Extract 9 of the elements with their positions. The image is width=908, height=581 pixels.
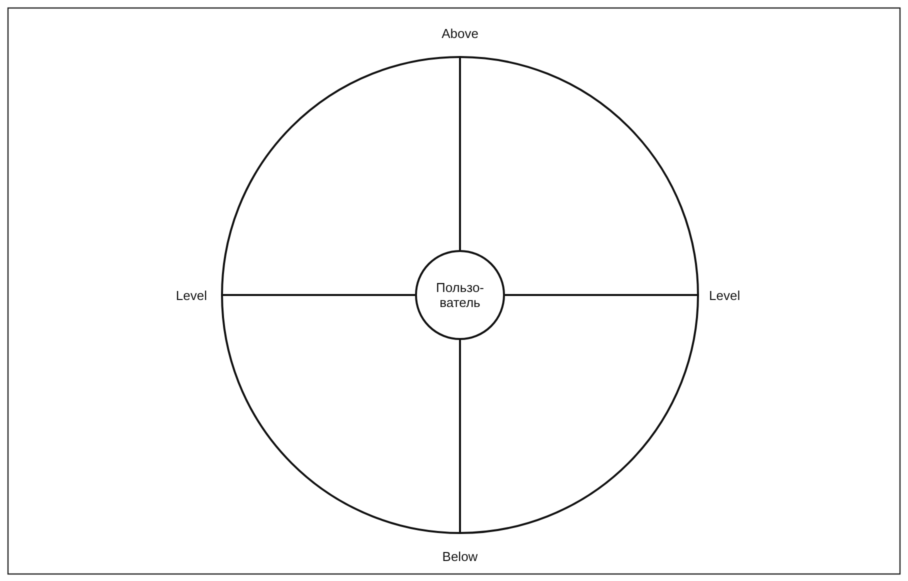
direction-label: Below (441, 549, 479, 564)
connector-line (459, 340, 461, 534)
direction-label: Level (176, 288, 207, 302)
connector-line (505, 294, 699, 296)
connector-line (221, 294, 415, 296)
connector-line (459, 56, 461, 250)
direction-label: Level (709, 288, 740, 302)
direction-label: Above (440, 26, 480, 41)
node-label: Пользо- ватель (434, 280, 486, 310)
